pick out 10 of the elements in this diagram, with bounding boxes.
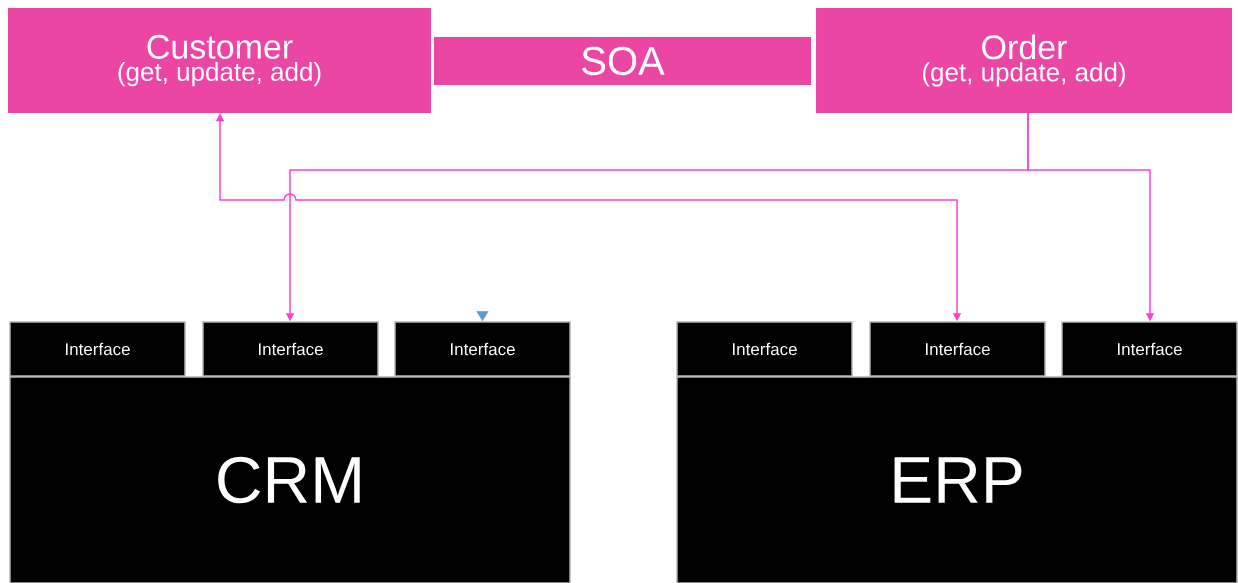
interface-box: Interface [9, 321, 186, 377]
service-box: Order (get, update, add) [816, 8, 1232, 113]
arrowhead [476, 310, 489, 321]
interface-box: Interface [676, 321, 853, 377]
interface-box: Interface [869, 321, 1046, 377]
title-banner: SOA [434, 37, 811, 85]
interface-box: Interface [1061, 321, 1238, 377]
interface-box: Interface [202, 321, 379, 377]
service-box: Customer (get, update, add) [8, 8, 431, 113]
interface-box: Interface [394, 321, 571, 377]
